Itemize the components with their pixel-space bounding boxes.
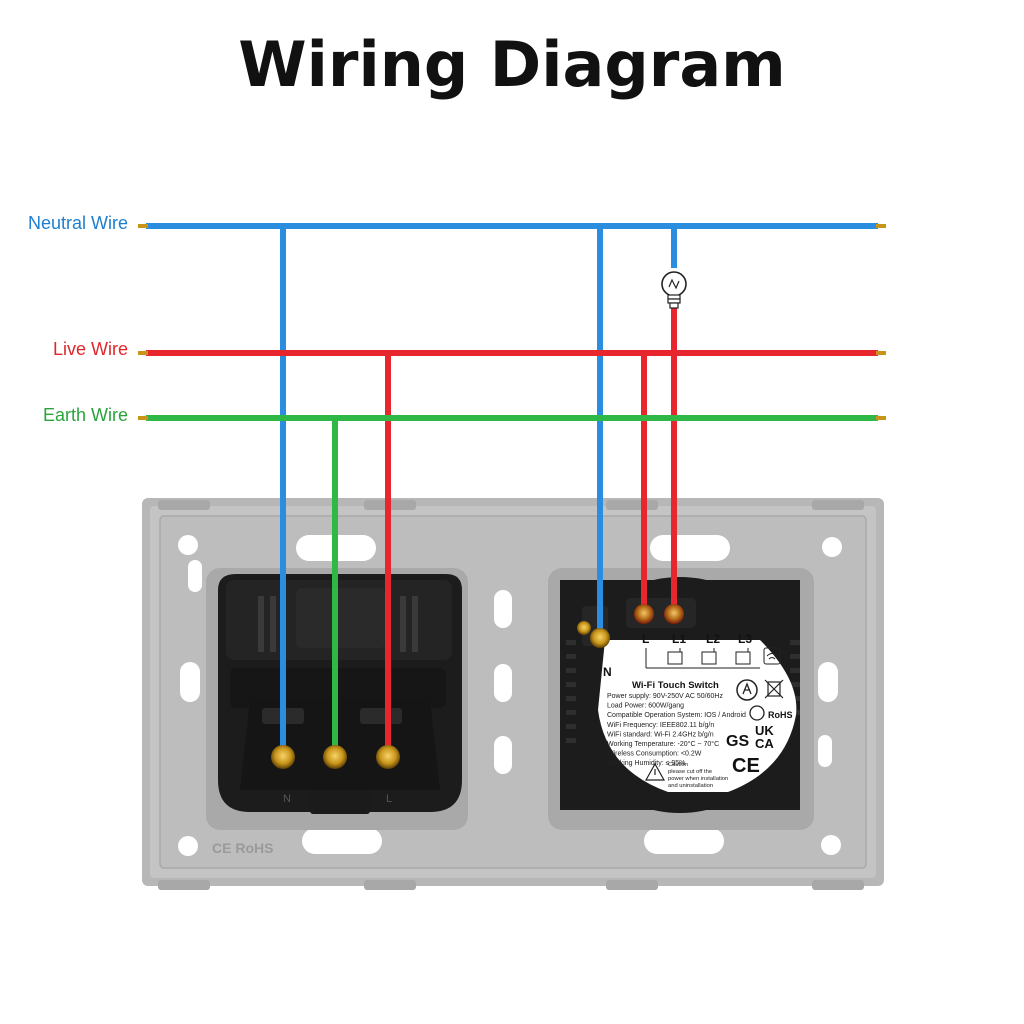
socket-earth-terminal (323, 745, 347, 769)
neutral-wire-label: Neutral Wire (27, 213, 128, 233)
wifi-icon (763, 647, 781, 665)
socket-pin-n-label: N (283, 793, 291, 805)
ukca-mark-top: UK (755, 723, 774, 738)
switch-label-title: Wi-Fi Touch Switch (632, 680, 719, 691)
spec-line: Load Power: 600W/gang (607, 703, 684, 710)
wire-drops (280, 226, 677, 752)
caution-line: Caution (668, 762, 688, 768)
switch-terminal-l3: L3 (738, 632, 752, 646)
light-bulb-icon (661, 271, 687, 309)
rohs-mark: RoHS (768, 710, 793, 720)
gs-mark: GS (726, 733, 749, 750)
page-title: Wiring Diagram (238, 28, 786, 101)
switch-terminal-l2: L2 (706, 632, 720, 646)
switch-l1-terminal (664, 604, 684, 624)
switch-terminal-l1: L1 (672, 632, 686, 646)
spec-line: Compatible Operation System: IOS / Andro… (607, 712, 746, 719)
ukca-mark-bottom: CA (755, 736, 774, 751)
bus-lines (138, 223, 886, 421)
caution-line: power when installation (668, 776, 728, 782)
switch-terminal-n: N (603, 665, 612, 679)
spec-line: Working Temperature: -20°C ~ 70°C (607, 740, 719, 748)
earth-wire-label: Earth Wire (42, 405, 128, 425)
terminals (271, 604, 684, 769)
switch-schematic (645, 648, 760, 669)
spec-line: Power supply: 90V-250V AC 50/60Hz (607, 693, 723, 700)
plate-ce-rohs-text: CE RoHS (212, 840, 273, 856)
socket-live-terminal (376, 745, 400, 769)
live-wire-label: Live Wire (52, 339, 128, 359)
caution-line: and uninstallation (668, 783, 713, 789)
switch-terminal-l: L (642, 632, 649, 646)
recycle-icon (749, 705, 765, 721)
spec-line: Wireless Consumption: <0.2W (607, 751, 702, 758)
weee-bin-icon (764, 679, 784, 699)
switch-n-terminal (590, 628, 610, 648)
warning-triangle-icon (644, 762, 666, 781)
recycle-person-icon (736, 679, 758, 701)
socket-neutral-terminal (271, 745, 295, 769)
spec-line: WiFi Frequency: IEEE802.11 b/g/n (607, 722, 714, 729)
switch-l-terminal (634, 604, 654, 624)
socket-pin-l-label: L (386, 793, 392, 805)
spec-line: WiFi standard: Wi-Fi 2.4GHz b/g/n (607, 731, 714, 738)
caution-line: please cut off the (668, 769, 712, 775)
spec-line: Working Humidity: ≤ 95% (607, 760, 685, 767)
ce-mark: CE (732, 755, 760, 777)
